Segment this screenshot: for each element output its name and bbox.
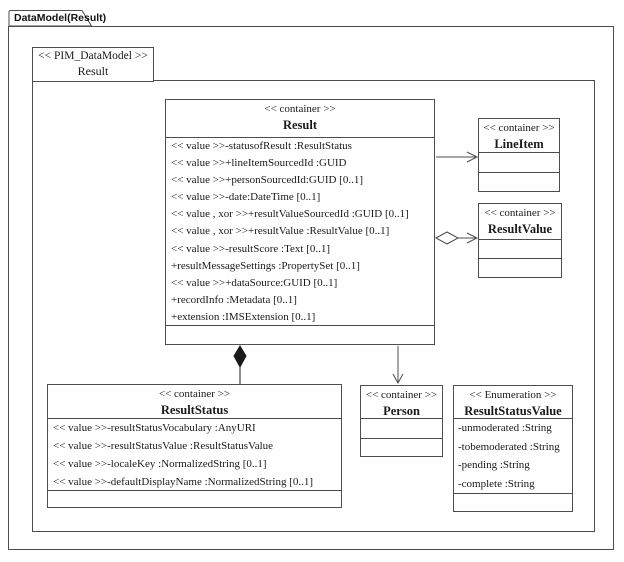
class-resultstatusvalue-operations — [454, 494, 572, 511]
class-result-operations — [166, 326, 434, 345]
package-stereotype: << PIM_DataModel >> — [38, 50, 148, 62]
attribute-row: -pending :String — [458, 459, 530, 471]
attribute-row: +extension :IMSExtension [0..1] — [171, 310, 316, 323]
attribute-row: << value >>-statusofResult :ResultStatus — [171, 140, 352, 152]
class-resultstatusvalue[interactable]: << Enumeration >> ResultStatusValue -unm… — [453, 385, 573, 512]
outer-frame — [8, 26, 614, 550]
class-resultstatusvalue-stereotype: << Enumeration >> — [469, 389, 557, 401]
attribute-row: -complete :String — [458, 477, 535, 490]
attribute-row: << value >>+personSourcedId:GUID [0..1] — [171, 174, 364, 187]
class-person-header: << container >> Person — [361, 386, 442, 419]
class-resultstatusvalue-name: ResultStatusValue — [464, 404, 562, 418]
class-resultvalue-operations — [479, 259, 561, 278]
class-resultvalue-header: << container >> ResultValue — [479, 204, 561, 240]
class-lineitem[interactable]: << container >> LineItem — [478, 118, 560, 192]
class-resultstatus-stereotype: << container >> — [158, 388, 231, 400]
class-resultvalue-name: ResultValue — [487, 222, 553, 236]
class-resultvalue-stereotype: << container >> — [484, 207, 556, 219]
attribute-row: << value >>-resultScore :Text [0..1] — [171, 242, 331, 255]
attribute-row: << value >>-date:DateTime [0..1] — [171, 191, 321, 204]
attribute-row: << value >>-resultStatusValue :ResultSta… — [53, 440, 274, 452]
class-result-stereotype: << container >> — [264, 103, 336, 115]
class-lineitem-name: LineItem — [494, 137, 544, 151]
attribute-row: << value >>-localeKey :NormalizedString … — [53, 458, 267, 470]
diagram-title: DataModel(Result) — [14, 12, 107, 24]
class-result[interactable]: << container >> Result << value >>-statu… — [165, 99, 435, 345]
attribute-row: << value , xor >>+resultValueSourcedId :… — [171, 208, 409, 221]
class-person-operations — [361, 439, 442, 457]
class-lineitem-header: << container >> LineItem — [479, 119, 559, 153]
class-lineitem-operations — [479, 173, 559, 192]
class-resultstatus-header: << container >> ResultStatus — [48, 385, 341, 419]
class-resultstatus-attributes: << value >>-resultStatusVocabulary :AnyU… — [48, 419, 341, 491]
class-person-name: Person — [383, 404, 420, 418]
package-body — [32, 80, 595, 532]
attribute-row: << value , xor >>+resultValue :ResultVal… — [171, 225, 390, 238]
attribute-row: << value >>+lineItemSourcedId :GUID — [171, 157, 347, 170]
attribute-row: << value >>-defaultDisplayName :Normaliz… — [53, 476, 314, 488]
class-resultvalue[interactable]: << container >> ResultValue — [478, 203, 562, 278]
class-result-attributes: << value >>-statusofResult :ResultStatus… — [166, 138, 434, 326]
package-tab: << PIM_DataModel >> Result — [32, 47, 154, 82]
attribute-row: << value >>+dataSource:GUID [0..1] — [171, 276, 338, 289]
class-resultstatusvalue-header: << Enumeration >> ResultStatusValue — [454, 386, 572, 419]
class-result-header: << container >> Result — [166, 100, 434, 138]
attribute-row: << value >>-resultStatusVocabulary :AnyU… — [53, 422, 256, 434]
class-resultstatusvalue-attributes: -unmoderated :String -tobemoderated :Str… — [454, 419, 572, 494]
class-person-attributes — [361, 419, 442, 439]
package-name: Result — [77, 64, 109, 78]
class-person[interactable]: << container >> Person — [360, 385, 443, 457]
class-resultvalue-attributes — [479, 240, 561, 259]
attribute-row: +recordInfo :Metadata [0..1] — [171, 293, 297, 306]
class-person-stereotype: << container >> — [365, 389, 438, 401]
attribute-row: -tobemoderated :String — [458, 440, 560, 453]
class-lineitem-stereotype: << container >> — [483, 122, 555, 134]
class-resultstatus-name: ResultStatus — [160, 403, 229, 417]
class-lineitem-attributes — [479, 153, 559, 173]
class-resultstatus[interactable]: << container >> ResultStatus << value >>… — [47, 384, 342, 508]
attribute-row: +resultMessageSettings :PropertySet [0..… — [171, 259, 360, 272]
class-resultstatus-operations — [48, 491, 341, 507]
attribute-row: -unmoderated :String — [458, 422, 552, 434]
class-result-name: Result — [282, 118, 318, 132]
